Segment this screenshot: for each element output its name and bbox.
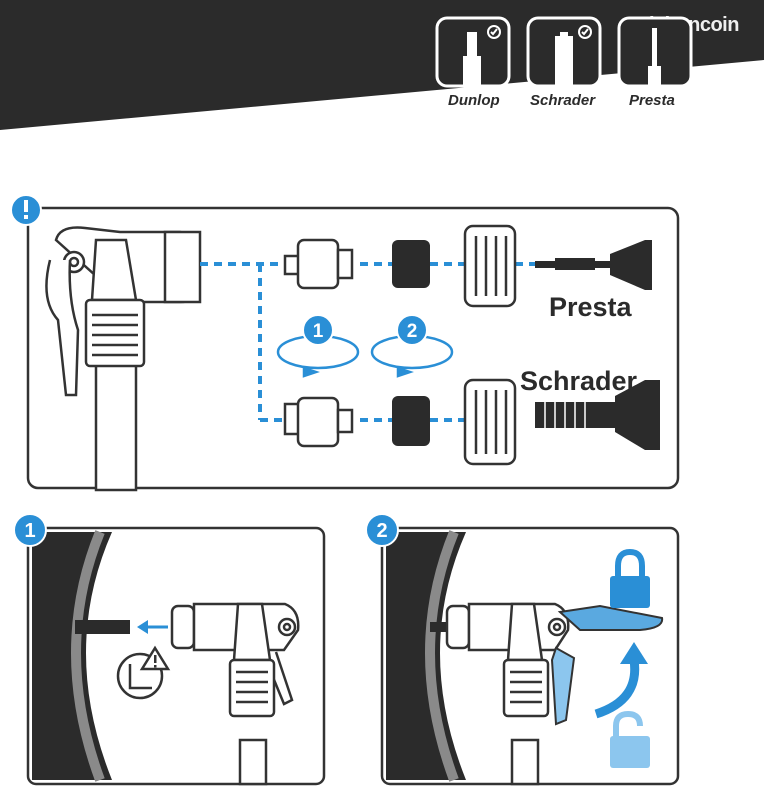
step-2-badge-text: 2 (376, 520, 387, 542)
adapter-presta (283, 238, 354, 290)
step-marker-2-text: 2 (407, 321, 418, 342)
cap-top (463, 224, 517, 308)
valve-label-dunlop: Dunlop (448, 92, 500, 109)
step-2-panel: 2 (365, 513, 680, 786)
arrow-left-icon (137, 620, 168, 634)
pump-head-step2 (445, 602, 570, 786)
rubber-seal-top (392, 240, 430, 288)
step-1-panel: 1 (13, 513, 326, 786)
pump-head-illustration (45, 226, 202, 492)
rotation-arrow-1 (276, 334, 360, 378)
adapter-schrader (283, 396, 354, 448)
step-1-badge (13, 513, 47, 547)
schrader-label: Schrader (520, 366, 638, 396)
rubber-seal-bottom (392, 396, 430, 446)
pump-head-step1 (170, 602, 300, 786)
step-marker-2 (396, 314, 428, 346)
step-1-badge-text: 1 (24, 520, 35, 542)
rotation-arrow-2 (370, 334, 454, 378)
lever-closed (557, 604, 664, 631)
lock-closed-icon (610, 548, 650, 608)
valve-label-schrader: Schrader (530, 92, 596, 109)
presta-label: Presta (549, 292, 632, 322)
step-marker-1 (302, 314, 334, 346)
step-marker-1-text: 1 (313, 321, 324, 342)
step-2-badge (365, 513, 399, 547)
lock-open-icon (610, 710, 650, 768)
arrow-curved-up-icon (594, 642, 648, 719)
exclamation-icon (10, 194, 42, 226)
cap-bottom (463, 378, 517, 466)
presta-valve-illustration (535, 240, 652, 290)
valve-label-presta: Presta (629, 92, 675, 109)
connector-lines (200, 262, 535, 422)
lever-open (550, 646, 576, 726)
watermark-text: leboncoin (649, 14, 739, 36)
valve-stem (75, 620, 130, 634)
warning-icon (116, 645, 171, 700)
